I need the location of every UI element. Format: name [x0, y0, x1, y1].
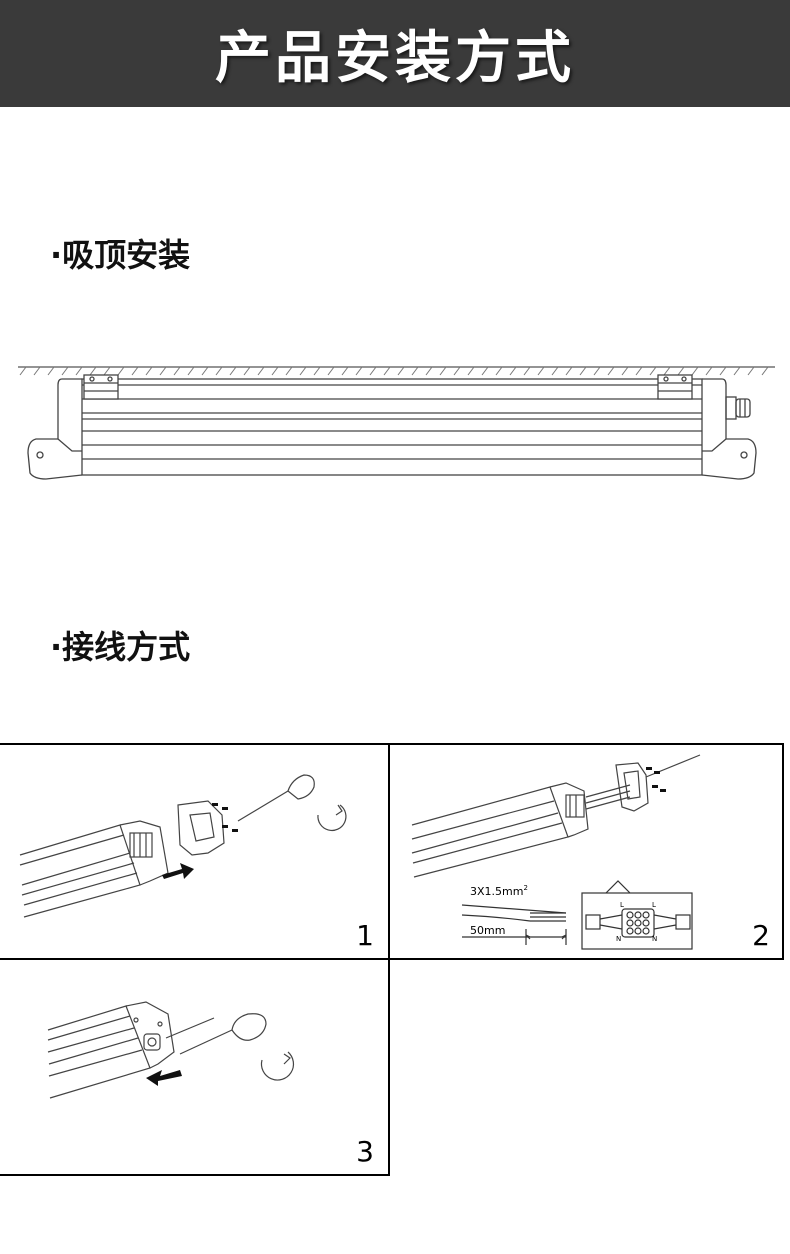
step-panel-1: 1	[0, 743, 390, 960]
step-number-3: 3	[356, 1135, 374, 1168]
strip-length-label: 50mm	[470, 924, 505, 937]
terminal-n-left: N	[616, 935, 621, 943]
page-title: 产品安装方式	[215, 26, 575, 91]
cable-spec-label: 3X1.5mm2	[470, 884, 528, 898]
step-1-illustration	[19, 774, 347, 918]
step-3-illustration	[47, 1001, 295, 1099]
terminal-n-right: N	[652, 935, 657, 943]
step-2-illustration: 3X1.5mm2 50mm L L N N	[411, 754, 701, 950]
step-number-2: 2	[752, 919, 770, 952]
header-bar: 产品安装方式	[0, 0, 790, 107]
ceiling-mount-illustration	[18, 366, 775, 480]
terminal-l-right: L	[652, 901, 656, 909]
step-panel-2: 3X1.5mm2 50mm L L N N 2	[388, 743, 784, 960]
step-panel-3: 3	[0, 958, 390, 1176]
section-title-wiring: ·接线方式	[50, 628, 191, 666]
section-title-ceiling: ·吸顶安装	[50, 236, 191, 274]
terminal-l-left: L	[620, 901, 624, 909]
step-number-1: 1	[356, 919, 374, 952]
